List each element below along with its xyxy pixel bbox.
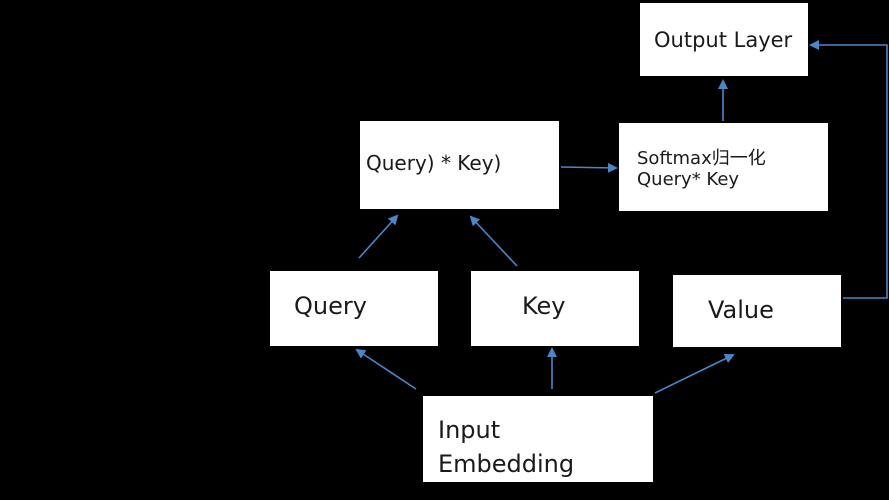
softmax-node: Softmax归一化 Query* Key: [619, 123, 828, 211]
arrow-input-to-query: [355, 348, 417, 390]
input-embedding-label-line1: Input: [438, 416, 501, 444]
key-label: Key: [522, 292, 566, 320]
output-layer-label: Output Layer: [654, 28, 793, 52]
softmax-label-line2: Query* Key: [637, 169, 740, 190]
query-label: Query: [294, 292, 367, 320]
query-times-key-label: Query) * Key): [366, 151, 502, 175]
key-node: Key: [471, 271, 639, 346]
query-node: Query: [270, 271, 438, 346]
value-node: Value: [673, 275, 841, 347]
softmax-label-line1: Softmax归一化: [637, 148, 766, 169]
arrow-query-to-qk: [358, 214, 399, 259]
input-embedding-node: Input Embedding: [423, 396, 653, 482]
output-layer-node: Output Layer: [640, 3, 808, 76]
arrow-input-to-value: [654, 354, 735, 394]
value-label: Value: [708, 296, 774, 324]
input-embedding-label-line2: Embedding: [438, 450, 575, 478]
arrow-key-to-qk: [469, 215, 518, 267]
query-times-key-node: Query) * Key): [360, 121, 559, 209]
arrow-qk-to-softmax: [560, 162, 618, 173]
